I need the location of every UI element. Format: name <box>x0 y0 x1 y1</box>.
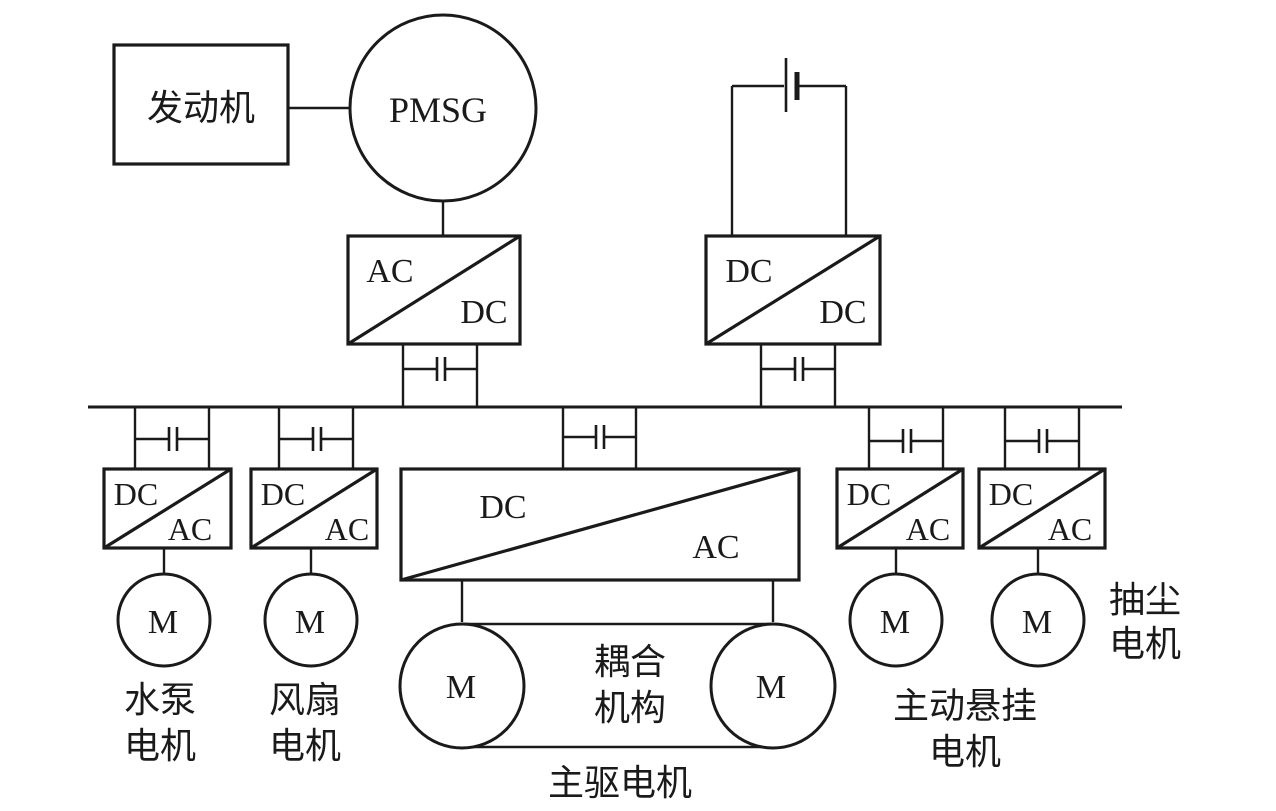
fan-motor <box>263 572 359 668</box>
main-motor-right <box>709 622 837 750</box>
main-drive-inverter-top-label: DC <box>479 489 526 526</box>
fan-motor-label: M <box>295 604 325 641</box>
pump-inverter-top-label: DC <box>114 476 158 512</box>
suspension-motor-label: M <box>880 604 910 641</box>
fan-label-line2: 电机 <box>269 726 341 767</box>
pump-motor <box>116 572 212 668</box>
fan-inverter-bottom-label: AC <box>325 511 369 547</box>
pump-inverter-diagonal <box>103 467 232 550</box>
dcdc-diagonal <box>705 234 881 346</box>
main-motor-right-label: M <box>756 669 786 706</box>
coupling-label-line1: 耦合 <box>594 642 666 683</box>
dust-label-line1: 抽尘 <box>1109 580 1181 621</box>
acdc-top-label: AC <box>366 253 413 290</box>
dust-inverter-top-label: DC <box>989 476 1033 512</box>
suspension-label-line2: 电机 <box>929 732 1001 773</box>
fan-inverter-top-label: DC <box>261 476 305 512</box>
acdc-dc-link-capacitor <box>401 344 479 407</box>
fan-label-line1: 风扇 <box>269 680 341 721</box>
suspension-label-line1: 主动悬挂 <box>893 686 1037 727</box>
dust-dc-link-capacitor <box>1003 407 1081 469</box>
main-drive-inverter-bottom-label: AC <box>692 529 739 566</box>
engine-label: 发动机 <box>147 88 255 129</box>
engine-box <box>112 43 290 166</box>
suspension-motor <box>848 572 944 668</box>
suspension-inverter-bottom-label: AC <box>906 511 950 547</box>
acdc-diagonal <box>347 234 521 346</box>
dcdc-top-label: DC <box>725 253 772 290</box>
main-drive-label: 主驱电机 <box>548 763 692 804</box>
pump-label-line1: 水泵 <box>124 680 196 721</box>
dust-motor <box>990 572 1086 668</box>
suspension-dc-link-capacitor <box>867 407 945 469</box>
pump-dc-link-capacitor <box>133 407 211 469</box>
pump-label-line2: 电机 <box>124 726 196 767</box>
dcdc-dc-link-capacitor <box>759 344 837 407</box>
coupling-label-line2: 机构 <box>594 688 666 729</box>
dcdc-bottom-label: DC <box>819 294 866 331</box>
main-drive-dc-link-capacitor <box>561 407 638 469</box>
suspension-inverter-diagonal <box>836 467 964 550</box>
pump-motor-label: M <box>148 604 178 641</box>
dust-label-line2: 电机 <box>1109 624 1181 665</box>
acdc-bottom-label: DC <box>460 294 507 331</box>
dust-motor-label: M <box>1022 604 1052 641</box>
suspension-inverter-top-label: DC <box>847 476 891 512</box>
fan-inverter-diagonal <box>250 467 378 550</box>
main-motor-left <box>398 622 526 750</box>
pump-inverter-bottom-label: AC <box>168 511 212 547</box>
main-drive-inverter-diagonal <box>400 467 800 582</box>
main-motor-left-label: M <box>446 669 476 706</box>
fan-dc-link-capacitor <box>277 407 355 469</box>
dust-inverter-diagonal <box>978 467 1106 550</box>
pmsg-label: PMSG <box>389 90 487 130</box>
dust-inverter-bottom-label: AC <box>1048 511 1092 547</box>
